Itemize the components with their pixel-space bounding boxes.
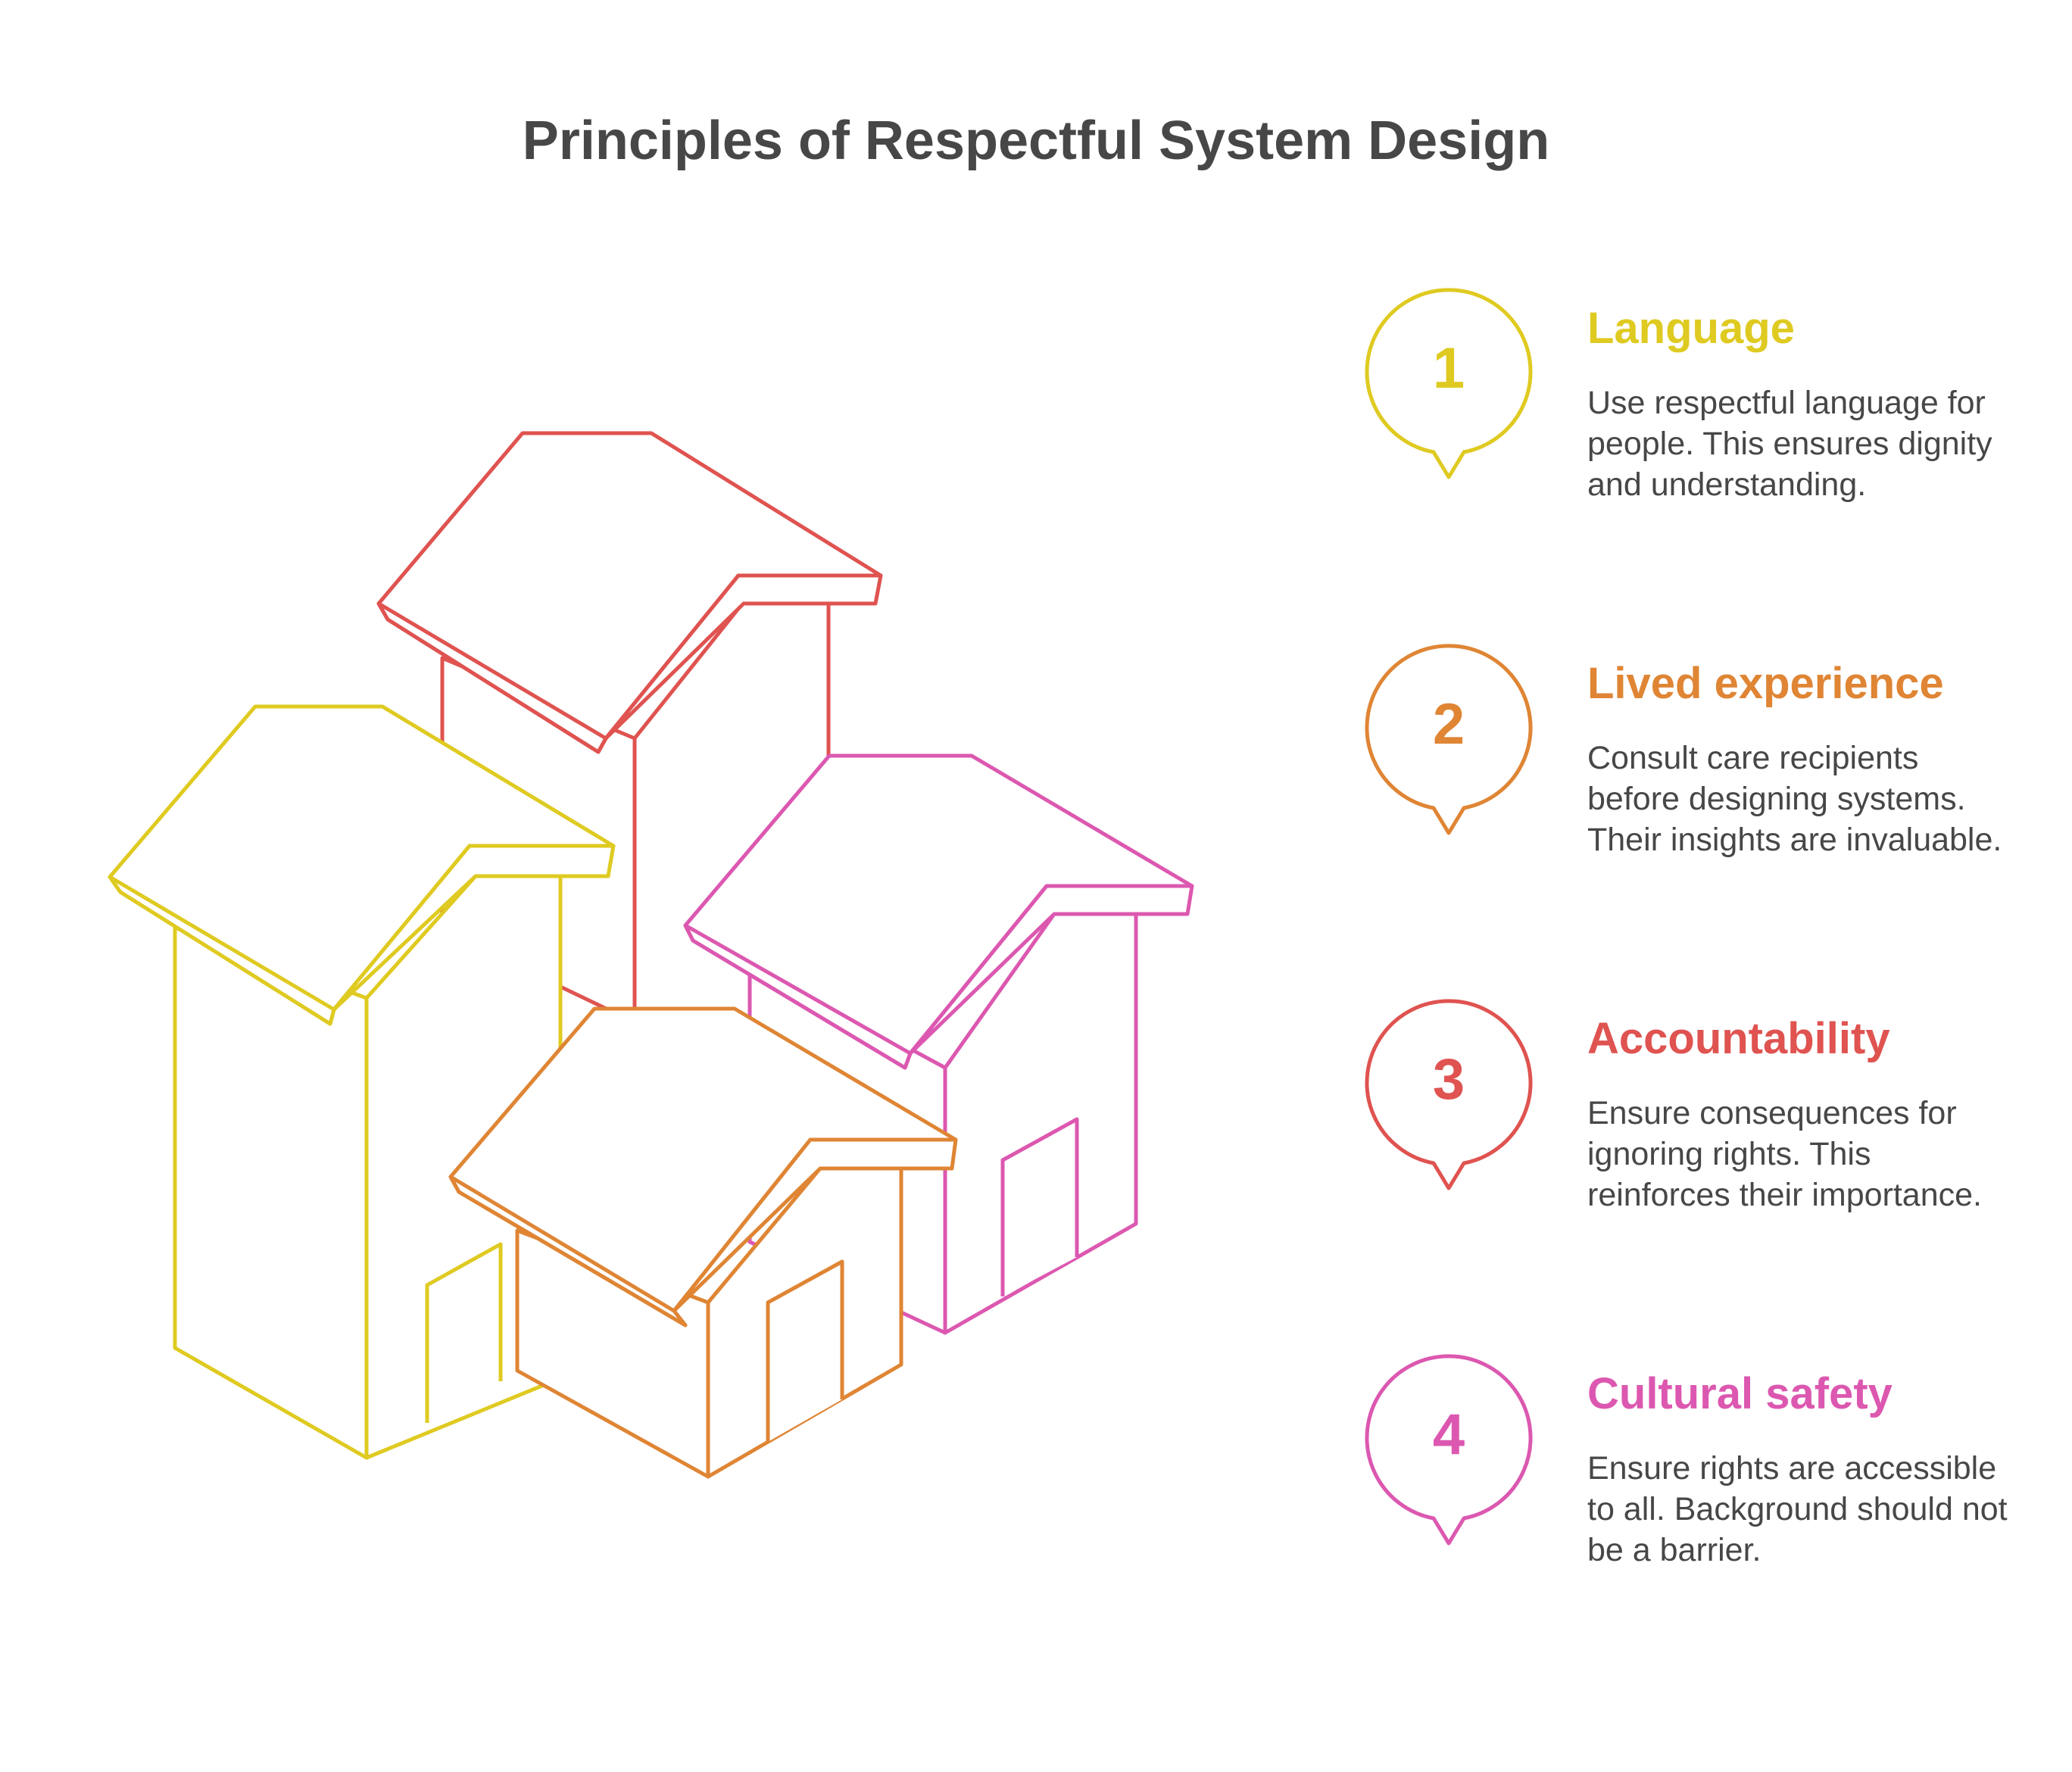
marker-number-2: 2 bbox=[1433, 692, 1465, 757]
page-title: Principles of Respectful System Design bbox=[522, 111, 1550, 171]
item-description-language: Use respectful language for people. This… bbox=[1587, 385, 1992, 503]
item-heading-lived-experience: Lived experience bbox=[1587, 659, 1944, 708]
marker-3: 3 bbox=[1365, 999, 1533, 1190]
item-heading-language: Language bbox=[1587, 304, 1795, 353]
pink-house bbox=[683, 753, 1194, 1335]
marker-1: 1 bbox=[1365, 288, 1533, 479]
item-heading-accountability: Accountability bbox=[1587, 1014, 1890, 1063]
item-heading-cultural-safety: Cultural safety bbox=[1587, 1369, 1893, 1418]
orange-front-house bbox=[448, 1006, 958, 1479]
marker-number-3: 3 bbox=[1433, 1047, 1465, 1112]
marker-number-4: 4 bbox=[1433, 1402, 1465, 1467]
marker-number-1: 1 bbox=[1433, 336, 1465, 401]
item-description-cultural-safety: Ensure rights are accessible to all. Bac… bbox=[1587, 1450, 2008, 1568]
item-description-accountability: Ensure consequences for ignoring rights.… bbox=[1587, 1095, 1982, 1213]
item-description-lived-experience: Consult care recipients before designing… bbox=[1587, 740, 2002, 858]
marker-4: 4 bbox=[1365, 1354, 1533, 1546]
marker-2: 2 bbox=[1365, 644, 1533, 835]
